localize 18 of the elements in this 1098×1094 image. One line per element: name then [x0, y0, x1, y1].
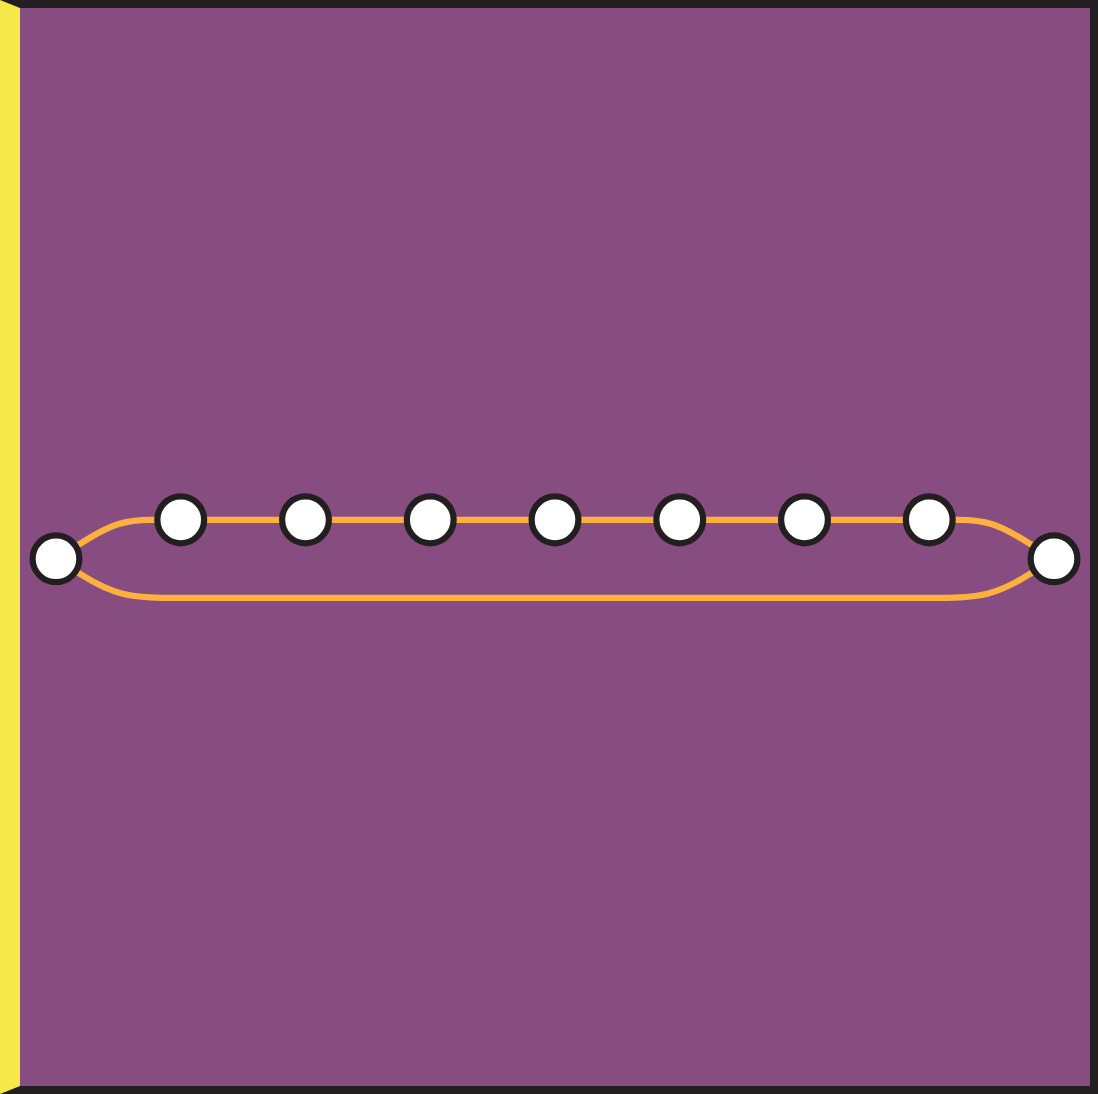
connector [827, 516, 906, 523]
connector [74, 516, 158, 549]
connector [578, 516, 657, 523]
connector [453, 516, 532, 523]
connector [328, 516, 407, 523]
node-circle [528, 493, 582, 547]
connector [74, 568, 1036, 601]
node-circle [653, 493, 707, 547]
node-circle [1027, 532, 1081, 586]
node-circle [403, 493, 457, 547]
connector [952, 516, 1036, 549]
connector [703, 516, 782, 523]
node-circle [778, 493, 831, 547]
node-circle [279, 493, 332, 547]
connector [204, 516, 283, 523]
node-circle [154, 493, 208, 547]
node-circle [902, 493, 956, 547]
node-circle [29, 532, 83, 586]
